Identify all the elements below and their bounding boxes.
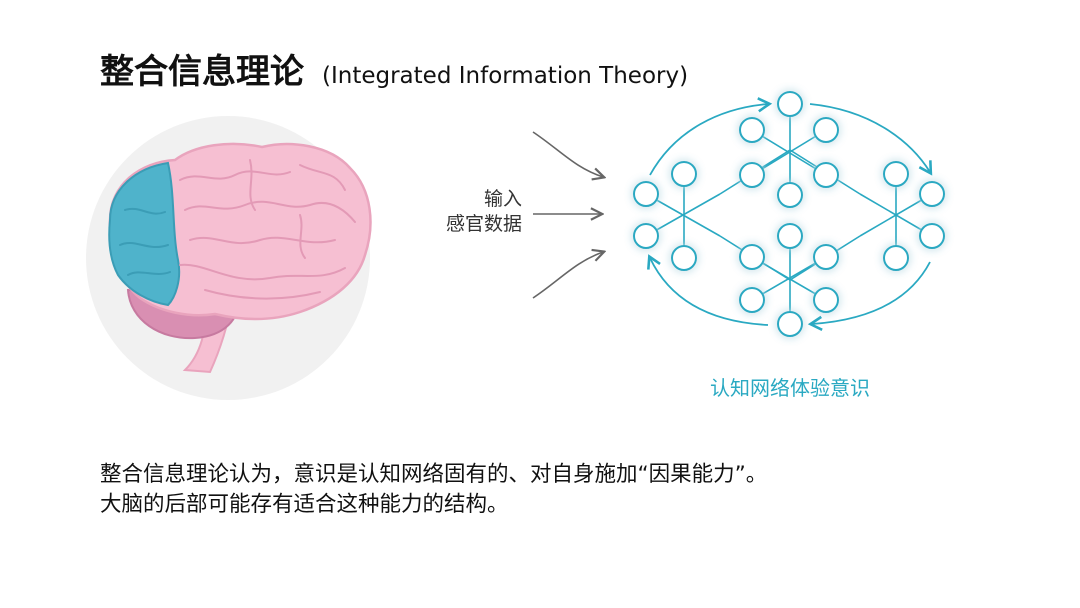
flow-arrow-bottom-left <box>647 254 769 326</box>
network-node <box>883 161 909 187</box>
network-node <box>777 311 803 337</box>
network-node <box>671 245 697 271</box>
network-node <box>739 287 765 313</box>
input-arrows <box>532 131 603 299</box>
posterior-folds <box>119 207 171 276</box>
network-node <box>813 244 839 270</box>
network-node <box>739 162 765 188</box>
network-node <box>919 181 945 207</box>
page-title: 整合信息理论 <box>100 52 304 92</box>
page-subtitle: (Integrated Information Theory) <box>322 63 689 89</box>
network-node <box>919 223 945 249</box>
network-node <box>883 245 909 271</box>
network-node <box>739 117 765 143</box>
network-node <box>777 182 803 208</box>
body-line-2: 大脑的后部可能存有适合这种能力的结构。 <box>100 492 509 517</box>
flow-arrow-top-left <box>649 97 773 176</box>
body-line-1: 整合信息理论认为，意识是认知网络固有的、对自身施加“因果能力”。 <box>100 462 768 487</box>
network-node <box>813 287 839 313</box>
flow-arrow-top-right <box>809 103 933 176</box>
brain-illustration <box>86 116 372 400</box>
cognitive-network <box>633 91 945 337</box>
body-text: 整合信息理论认为，意识是认知网络固有的、对自身施加“因果能力”。 大脑的后部可能… <box>100 460 1000 520</box>
network-node <box>633 181 659 207</box>
input-label: 输入 感官数据 <box>418 187 522 237</box>
network-node <box>813 162 839 188</box>
network-nodes <box>633 91 945 337</box>
network-node <box>633 223 659 249</box>
network-node <box>813 117 839 143</box>
input-arrow-bottom <box>532 252 603 299</box>
network-node <box>777 91 803 117</box>
input-label-line2: 感官数据 <box>445 213 522 235</box>
input-label-line1: 输入 <box>483 188 522 210</box>
flow-arrow-bottom-right <box>807 261 931 331</box>
network-node <box>671 161 697 187</box>
title-row: 整合信息理论 (Integrated Information Theory) <box>100 44 688 93</box>
network-caption: 认知网络体验意识 <box>710 376 870 400</box>
network-node <box>777 223 803 249</box>
input-arrow-top <box>532 131 603 177</box>
network-edges <box>645 104 933 324</box>
brain-folds <box>179 159 356 300</box>
posterior-cortex-highlight <box>108 161 181 307</box>
network-node <box>739 244 765 270</box>
